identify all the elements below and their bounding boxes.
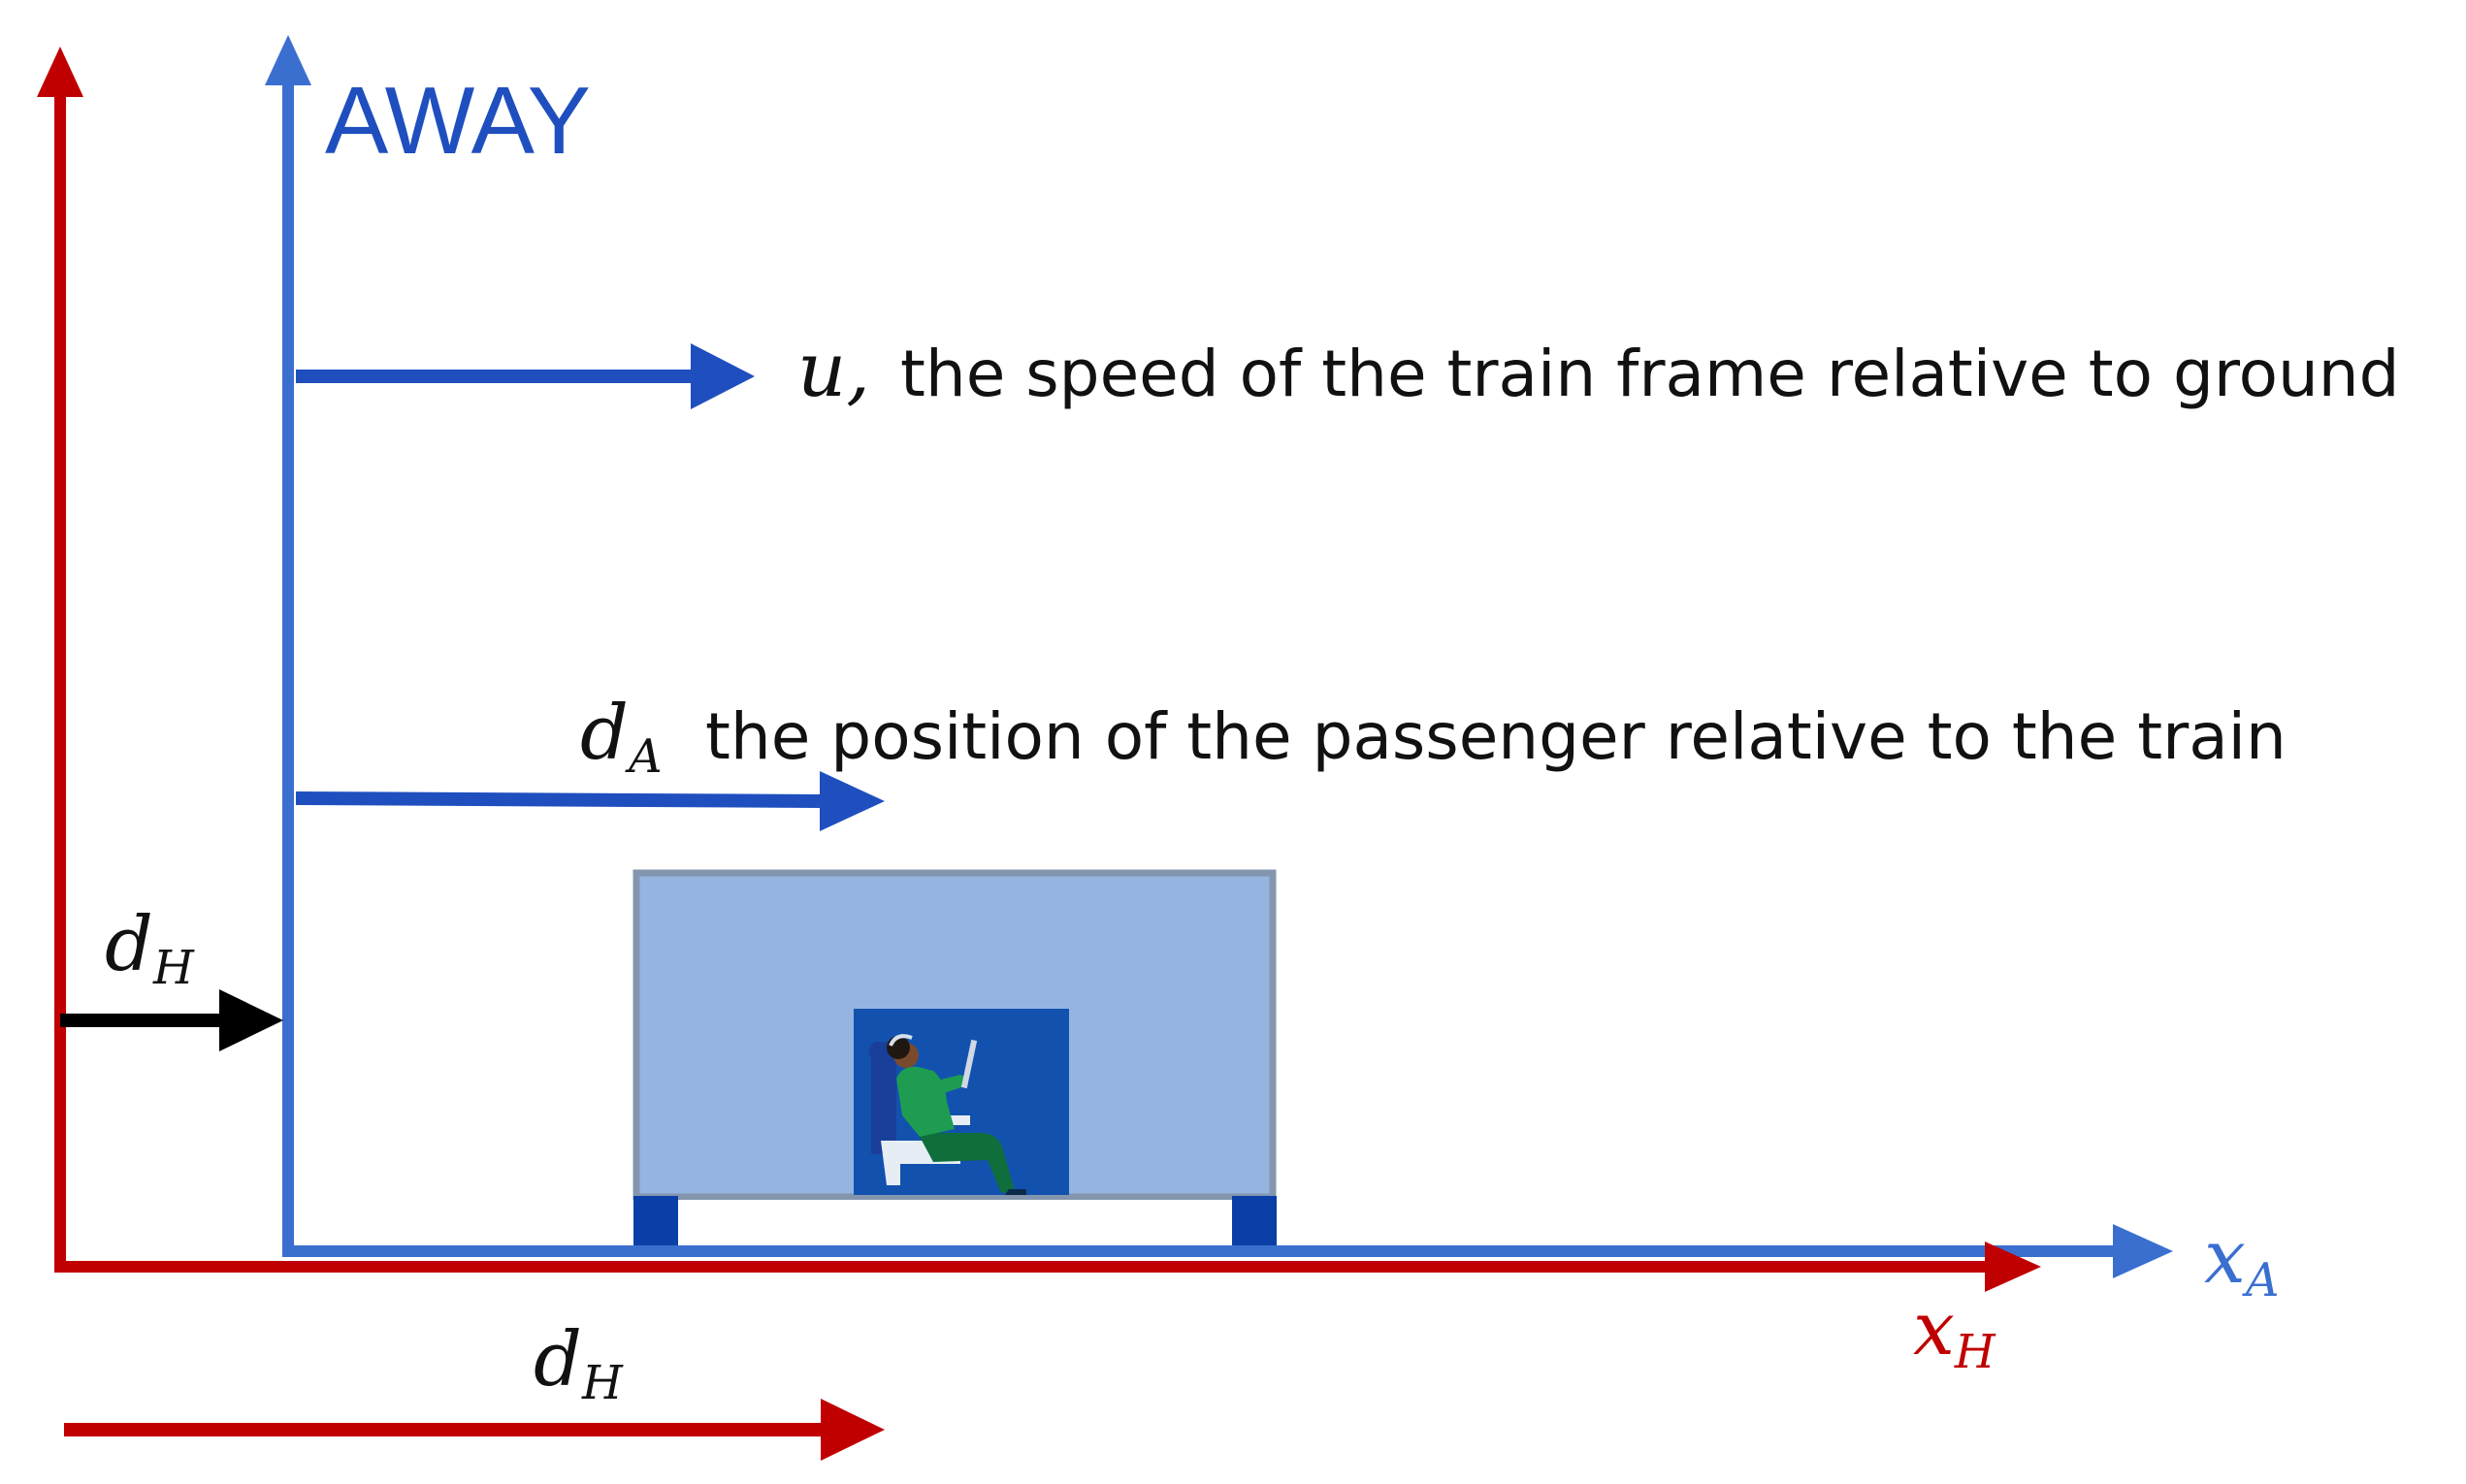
passenger-position-subscript: A [625, 729, 663, 784]
train-undercarriage [633, 1194, 1276, 1254]
home-axis-symbol: x [1913, 1285, 1955, 1371]
away-frame-vertical-axis [265, 35, 311, 1257]
home-frame-horizontal-axis [54, 1242, 2041, 1292]
velocity-u-symbol: u, [797, 327, 870, 414]
passenger-position-description: the position of the passenger relative t… [705, 699, 2287, 774]
home-axis-subscript: H [1954, 1325, 1996, 1379]
away-axis-subscript: A [2242, 1253, 2280, 1307]
offset-lower-arrow [64, 1399, 885, 1461]
away-frame-horizontal-axis [288, 1224, 2173, 1278]
seated-passenger-with-tablet-icon [854, 1009, 1069, 1195]
train-wheel-right [1232, 1196, 1277, 1251]
velocity-u-description: the speed of the train frame relative to… [900, 337, 2400, 411]
offset-lower-symbol: dH [534, 1316, 624, 1410]
home-axis-label: xH [1913, 1285, 1996, 1379]
passenger-position-arrow [295, 771, 885, 831]
train-wheel-left [633, 1196, 678, 1251]
passenger-position-symbol-d: d [580, 690, 629, 777]
offset-lower-subscript: H [581, 1356, 624, 1410]
offset-upper-symbol: dH [105, 901, 195, 995]
offset-upper-subscript: H [152, 941, 195, 995]
velocity-u-arrow [296, 343, 755, 409]
away-frame-title: AWAY [325, 67, 591, 174]
passenger-position-symbol: dA [580, 690, 663, 784]
offset-lower-symbol-d: d [534, 1316, 582, 1403]
offset-upper-arrow [60, 989, 283, 1051]
away-axis-label: xA [2204, 1213, 2280, 1307]
offset-upper-symbol-d: d [105, 901, 153, 988]
train-carriage [633, 869, 1277, 1254]
away-axis-symbol: x [2204, 1213, 2246, 1300]
home-frame-vertical-axis [37, 47, 83, 1271]
